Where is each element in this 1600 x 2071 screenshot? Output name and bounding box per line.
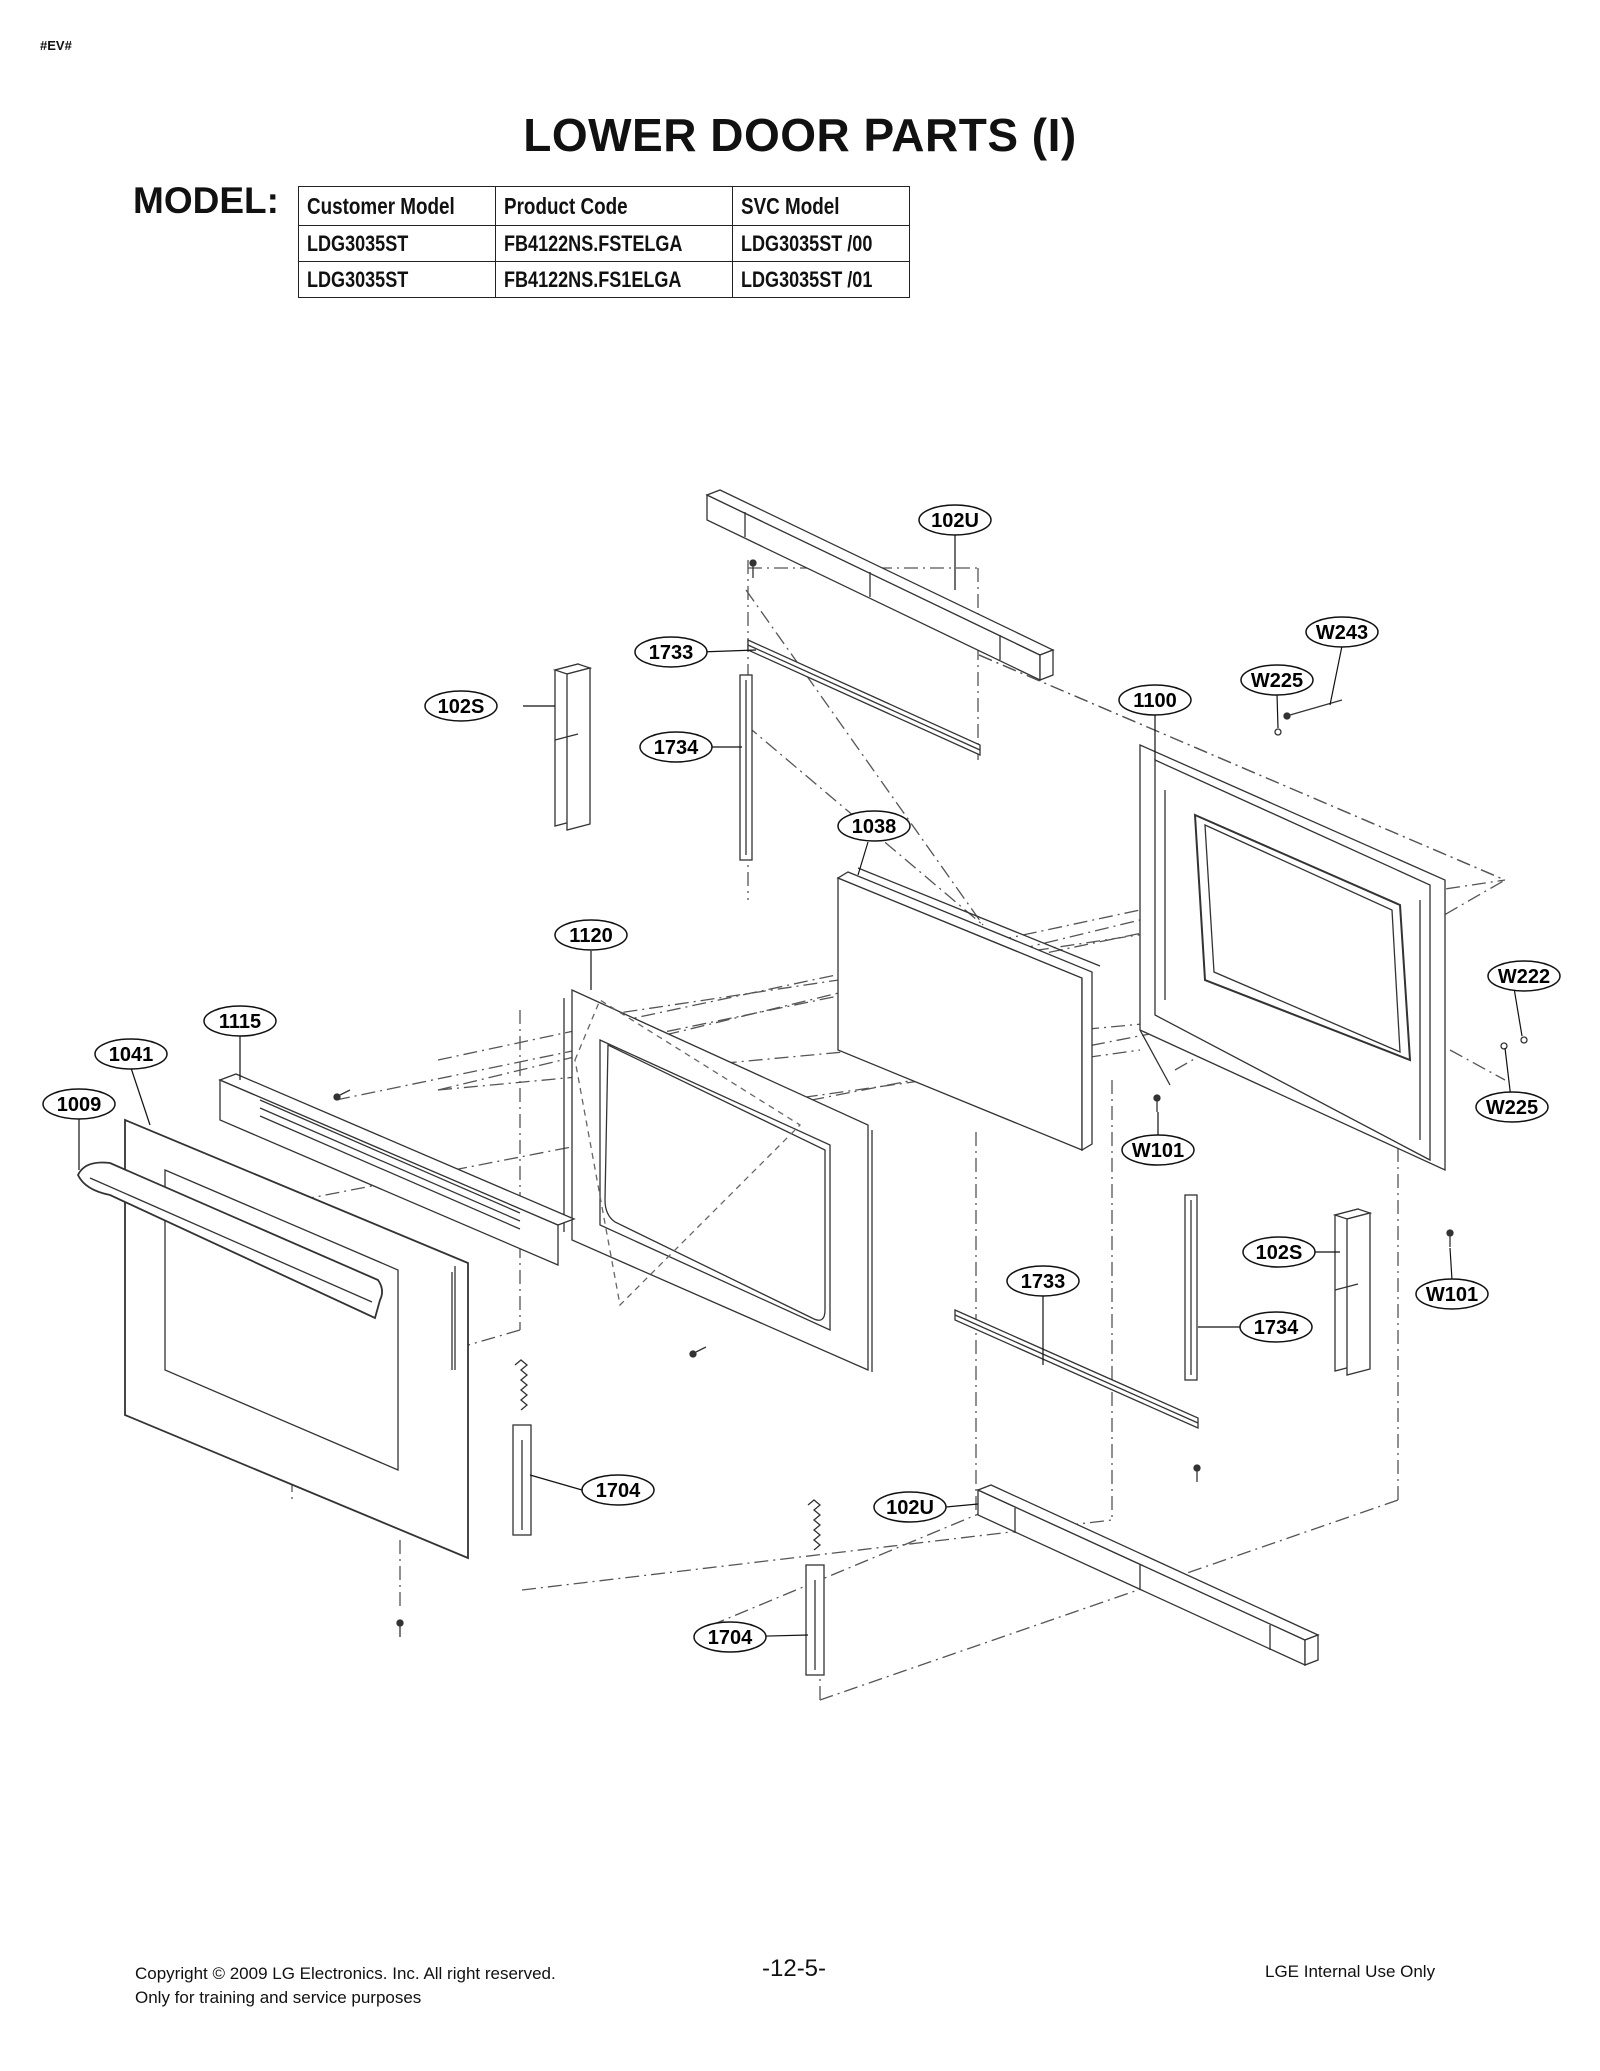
side-trim-102s-top	[552, 663, 593, 831]
svg-text:102U: 102U	[886, 1497, 934, 1519]
callout-label: 1041	[94, 1038, 168, 1070]
svg-text:1041: 1041	[109, 1044, 154, 1066]
gasket-1734-upper	[739, 674, 753, 861]
column-header: Product Code	[495, 186, 734, 226]
svg-text:1704: 1704	[708, 1627, 753, 1649]
channel-1733-top	[747, 638, 981, 757]
door-handle-1009	[77, 1161, 383, 1320]
svg-text:102S: 102S	[438, 696, 485, 718]
callout-label: W225	[1475, 1091, 1549, 1123]
model-table: Customer Model Product Code SVC Model LD…	[297, 186, 911, 298]
svg-text:1115: 1115	[219, 1011, 261, 1033]
svg-text:1009: 1009	[57, 1094, 102, 1116]
screws	[333, 559, 1528, 1637]
callouts: 102U W243 1733 W225 1100 102S 1734 1038 …	[42, 504, 1561, 1653]
callout-label: W225	[1240, 664, 1314, 696]
callout-label: 1734	[1239, 1311, 1313, 1343]
callout-label: 1009	[42, 1088, 116, 1120]
svg-text:W101: W101	[1132, 1140, 1184, 1162]
svg-text:1734: 1734	[654, 737, 699, 759]
callout-label: 1734	[639, 731, 713, 763]
copyright-text: Copyright © 2009 LG Electronics. Inc. Al…	[135, 1964, 556, 1983]
svg-text:1704: 1704	[596, 1480, 641, 1502]
gasket-1734-lower	[1184, 1194, 1198, 1381]
svg-text:1038: 1038	[852, 816, 897, 838]
internal-use-label: LGE Internal Use Only	[1265, 1962, 1436, 1981]
model-table-header: Customer Model Product Code SVC Model	[297, 186, 911, 226]
table-cell: FB4122NS.FS1ELGA	[495, 261, 734, 298]
callout-label: 1100	[1118, 684, 1192, 716]
footer-copyright: Copyright © 2009 LG Electronics. Inc. Al…	[135, 1962, 556, 2010]
svg-text:W101: W101	[1426, 1284, 1478, 1306]
training-text: Only for training and service purposes	[135, 1988, 422, 2007]
page-title: LOWER DOOR PARTS (I)	[523, 109, 1077, 161]
svg-text:1733: 1733	[649, 642, 694, 664]
callout-label: 1704	[581, 1474, 655, 1506]
model-label: MODEL:	[133, 180, 279, 221]
top-rail-102u	[705, 489, 1055, 682]
page-number: -12-5-	[762, 1955, 827, 1982]
side-trim-102s-lower	[1332, 1208, 1373, 1376]
callout-label: W101	[1121, 1134, 1195, 1166]
inner-door-1120	[563, 988, 873, 1372]
svg-text:1100: 1100	[1133, 690, 1176, 712]
glass-panel-1038	[836, 867, 1101, 1152]
column-header: Customer Model	[297, 186, 497, 226]
column-header: SVC Model	[732, 186, 911, 226]
table-cell: LDG3035ST /01	[732, 261, 911, 298]
svg-text:W243: W243	[1316, 622, 1368, 644]
table-cell: LDG3035ST	[297, 261, 497, 298]
callout-label: 1115	[203, 1005, 277, 1037]
callout-label: 102U	[873, 1491, 947, 1523]
callout-label: W243	[1305, 616, 1379, 648]
callout-label: 102U	[918, 504, 992, 536]
inner-frame-1100	[1139, 744, 1446, 1172]
vent-strip-1115	[218, 1073, 576, 1266]
callout-label: W101	[1415, 1278, 1489, 1310]
callout-label: 1733	[1006, 1265, 1080, 1297]
channel-1733-lower	[954, 1308, 1199, 1430]
svg-text:W225: W225	[1251, 670, 1303, 692]
svg-text:W222: W222	[1498, 966, 1550, 988]
callout-label: 1733	[634, 636, 708, 668]
callout-label: W222	[1487, 960, 1561, 992]
corner-tag: #EV#	[40, 38, 72, 53]
svg-text:1120: 1120	[569, 925, 612, 947]
hinge-1704-right	[805, 1499, 825, 1676]
callout-label: 1704	[693, 1621, 767, 1653]
hinge-1704-left	[512, 1359, 532, 1536]
svg-text:102S: 102S	[1256, 1242, 1303, 1264]
table-row: LDG3035ST FB4122NS.FS1ELGA LDG3035ST /01	[297, 261, 911, 298]
svg-text:102U: 102U	[931, 510, 979, 532]
svg-text:1733: 1733	[1021, 1271, 1066, 1293]
callout-label: 102S	[424, 690, 498, 722]
bottom-rail-102u	[976, 1484, 1320, 1667]
svg-text:W225: W225	[1486, 1097, 1538, 1119]
table-cell: LDG3035ST /00	[732, 225, 911, 262]
callout-label: 102S	[1242, 1236, 1316, 1268]
callout-label: 1038	[837, 810, 911, 842]
callout-label: 1120	[554, 919, 628, 951]
svg-text:1734: 1734	[1254, 1317, 1299, 1339]
